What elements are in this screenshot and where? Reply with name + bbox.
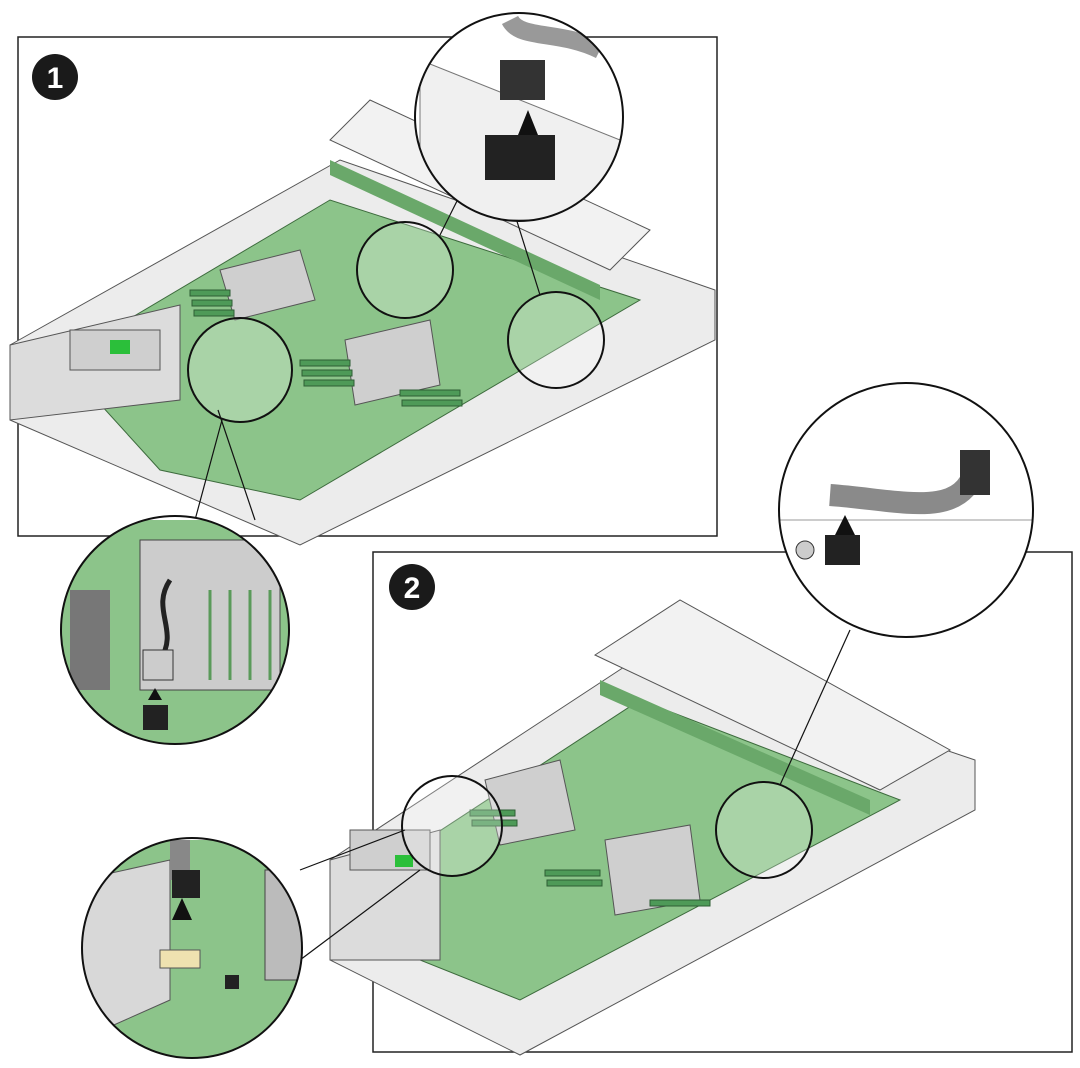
step-2-number: 2 (404, 572, 421, 605)
server-chassis-2 (329, 599, 976, 1056)
arrow-up-icon (835, 515, 855, 535)
step-1-badge: 1 (32, 54, 78, 100)
server-chassis-1 (9, 99, 716, 546)
callout-drive-cage-cable (60, 515, 290, 745)
callout-cable-connector-top (414, 12, 624, 222)
callout-ribbon-cable (778, 382, 1034, 638)
arrow-up-icon (518, 110, 538, 135)
step-2-panel: 2 (299, 551, 1073, 1056)
arrow-up-icon (172, 898, 192, 920)
step-2-badge: 2 (389, 564, 435, 610)
step-1-number: 1 (47, 62, 64, 95)
arrow-up-icon (148, 688, 162, 700)
callout-power-cable (81, 837, 303, 1059)
